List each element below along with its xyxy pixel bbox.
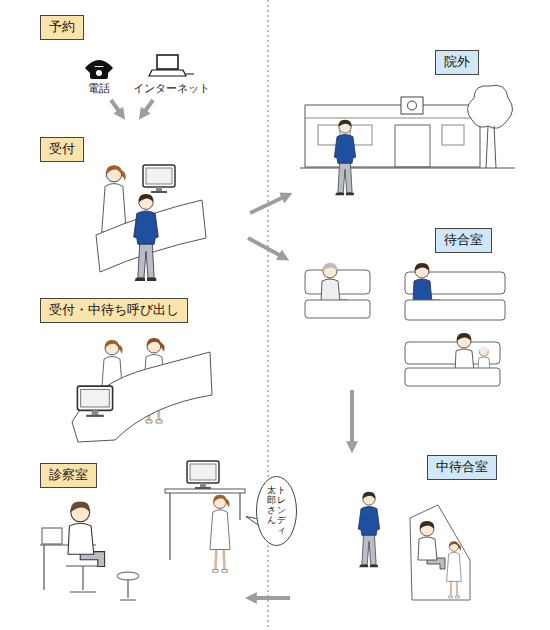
- exam-room-scene: [117, 572, 139, 580]
- laptop-icon: [186, 74, 194, 75]
- reception-scene: [96, 165, 206, 281]
- outside-scene: [486, 126, 496, 168]
- call-desk-scene: [72, 352, 212, 442]
- outside-scene: [401, 97, 423, 114]
- inner-waiting-scene: [418, 521, 445, 569]
- icon-caption: インターネット: [133, 81, 210, 96]
- flow-arrows: [111, 100, 121, 114]
- section-label: 待合室: [435, 228, 492, 253]
- exam-room-scene: [40, 461, 245, 600]
- outside-scene: [334, 120, 355, 196]
- section-title: 予約: [49, 19, 75, 35]
- call-desk-scene: [72, 338, 212, 442]
- section-title: 待合室: [444, 232, 483, 248]
- flow-arrows: [250, 196, 286, 213]
- section-label: 診察室: [40, 463, 97, 488]
- outside-scene: [467, 85, 512, 128]
- exam-room-scene: [165, 489, 245, 493]
- exam-room-scene: [42, 528, 62, 544]
- phone-icon: [85, 60, 113, 79]
- outside-scene: [300, 167, 515, 168]
- exam-room-scene: [187, 461, 219, 489]
- inner-waiting-scene: [358, 492, 379, 568]
- waiting-room-scene: [305, 300, 370, 318]
- section-label: 受付・中待ち呼び出し: [40, 298, 188, 323]
- outside-scene: [305, 118, 480, 119]
- flow-arrows: [111, 100, 352, 598]
- reception-scene: [134, 194, 159, 281]
- bubble-text-column: 太郎さん: [267, 486, 276, 535]
- bubble-text: トレンディ 太郎さん: [267, 486, 286, 535]
- outside-scene: [300, 85, 515, 195]
- speech-bubble-outline: [256, 476, 297, 546]
- laptop-icon: [149, 55, 194, 76]
- bubble-ellipse: [257, 477, 297, 546]
- exam-room-scene: [120, 580, 136, 600]
- bubble-text-column: トレンディ: [277, 486, 286, 535]
- section-title: 診察室: [49, 467, 88, 483]
- section-title: 受付: [49, 141, 75, 157]
- section-title: 受付・中待ち呼び出し: [49, 302, 179, 318]
- call-desk-scene: [77, 386, 112, 417]
- flow-arrows: [143, 100, 153, 114]
- flow-arrows: [350, 390, 354, 446]
- outside-scene: [395, 125, 430, 167]
- section-label: 予約: [40, 15, 84, 40]
- section-label: 中待合室: [427, 455, 497, 480]
- waiting-room-scene: [405, 368, 500, 386]
- reception-scene: [143, 165, 175, 193]
- icon-caption: 電話: [88, 81, 110, 96]
- waiting-room-scene: [405, 300, 505, 320]
- phone-icon: [96, 70, 102, 76]
- exam-room-scene: [68, 502, 105, 567]
- flow-arrows: [252, 596, 290, 600]
- laptop-icon: [157, 55, 178, 69]
- section-title: 中待合室: [436, 459, 488, 475]
- outside-scene: [408, 101, 417, 110]
- section-label: 受付: [40, 137, 84, 162]
- exam-room-scene: [210, 495, 230, 572]
- section-title: 院外: [444, 54, 470, 70]
- flow-arrows: [248, 238, 283, 257]
- exam-room-scene: [66, 566, 100, 592]
- phone-icon: [90, 67, 108, 79]
- outside-scene: [442, 125, 464, 145]
- speech-bubble: トレンディ 太郎さん: [256, 476, 297, 546]
- inner-waiting-scene: [358, 492, 470, 600]
- waiting-room-scene: [305, 263, 505, 386]
- outside-scene: [305, 105, 480, 167]
- exam-room-scene: [170, 493, 240, 560]
- section-label: 院外: [435, 50, 479, 75]
- inner-waiting-scene: [410, 505, 470, 600]
- inner-waiting-scene: [447, 541, 462, 598]
- laptop-icon: [149, 70, 186, 76]
